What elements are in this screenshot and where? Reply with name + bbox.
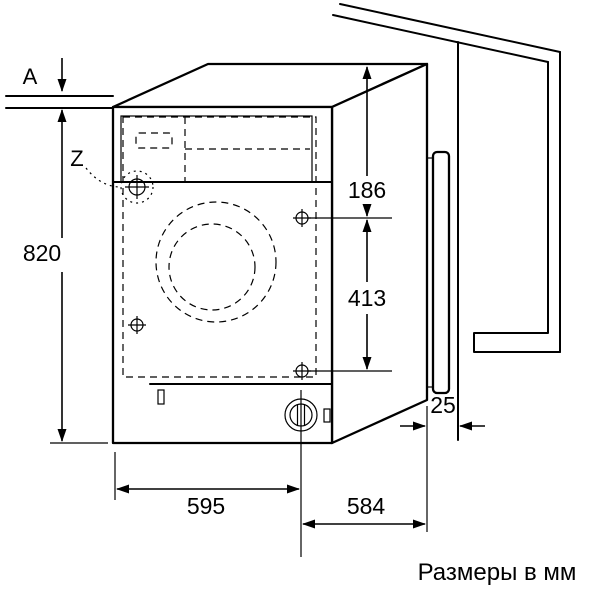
dimension-595 <box>114 452 300 500</box>
detail-z-leader <box>85 167 120 188</box>
dim-label-25: 25 <box>430 392 456 418</box>
porthole <box>155 201 277 323</box>
machine-side-face <box>330 62 429 445</box>
detail-z-highlight <box>120 170 154 204</box>
plinth-handle <box>157 389 165 405</box>
furniture-door-outline <box>122 116 317 378</box>
units-caption: Размеры в мм <box>418 559 577 586</box>
dimension-820 <box>50 109 108 444</box>
dim-label-820: 820 <box>23 240 61 266</box>
dimension-584 <box>302 406 428 532</box>
control-panel <box>112 115 333 183</box>
dimension-413 <box>308 217 392 372</box>
dim-label-584: 584 <box>347 493 386 519</box>
dim-label-186: 186 <box>348 177 386 203</box>
dim-label-413: 413 <box>348 285 386 311</box>
detergent-drawer <box>135 132 173 149</box>
worktop-left <box>5 58 114 109</box>
adjacent-door-panel <box>427 150 451 395</box>
screw-bottom-left <box>128 316 146 334</box>
washing-machine <box>111 62 429 445</box>
dim-label-595: 595 <box>187 493 225 519</box>
machine-front-face <box>111 105 334 445</box>
label-section-a: A <box>23 64 38 89</box>
screw-top-left <box>120 170 154 204</box>
cabinet-side-wall <box>457 41 561 441</box>
countertop-right <box>332 3 561 63</box>
label-detail-z: Z <box>70 146 83 171</box>
